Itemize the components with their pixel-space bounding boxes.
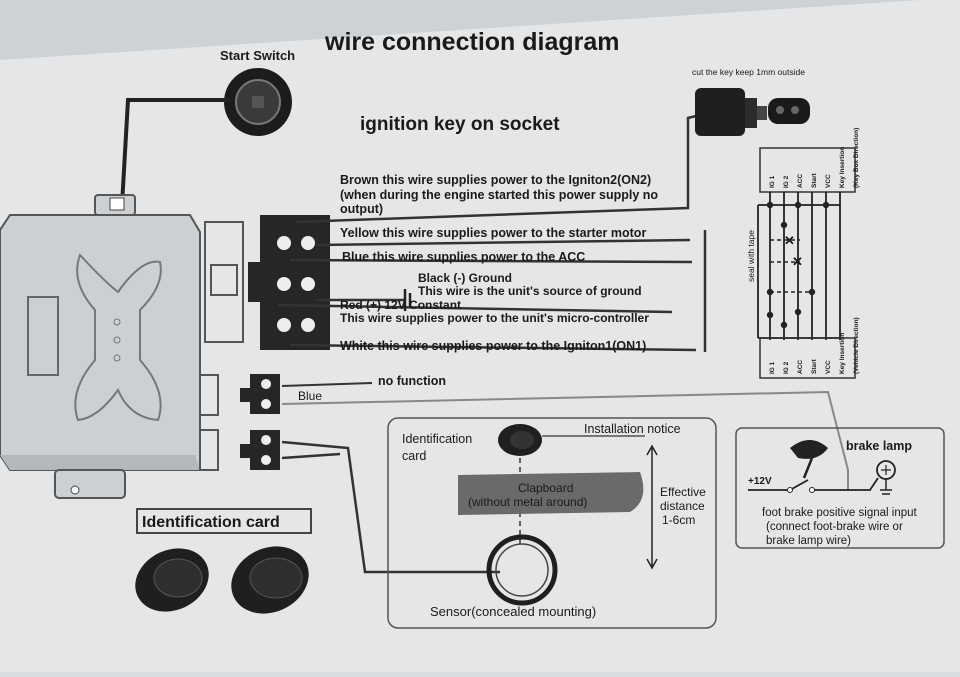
no-function-label: no function — [378, 374, 446, 388]
effective-distance-label-1: Effective — [660, 485, 706, 499]
key-box-direction-label: (Key Box Direction) — [853, 128, 860, 188]
blue-wire-short-label: Blue — [298, 389, 322, 403]
control-module — [0, 194, 244, 499]
clapboard-label-2: (without metal around) — [468, 495, 587, 509]
black-wire-label-1: Black (-) Ground — [418, 271, 512, 285]
ignition-key-icon — [768, 98, 810, 124]
vehicle-direction-label: (Vehicle Direction) — [853, 317, 860, 374]
id-card-fob-2-icon — [231, 546, 309, 614]
harness-wires — [277, 113, 707, 352]
svg-text:ACC: ACC — [797, 360, 804, 374]
cut-mark-1-icon: ✕ — [784, 233, 795, 248]
svg-text:IG 1: IG 1 — [769, 361, 776, 374]
svg-text:IG 1: IG 1 — [769, 175, 776, 188]
id-card-label: Identification card — [142, 514, 280, 531]
svg-text:VCC: VCC — [825, 360, 832, 374]
id-card-fob-icon — [498, 424, 542, 456]
brake-panel — [735, 427, 945, 549]
bottom-pin-labels: IG 1 IG 2 ACC Start VCC Key Insertion — [769, 333, 846, 374]
clapboard-label-1: Clapboard — [518, 481, 573, 495]
diagram-title: wire connection diagram — [324, 28, 620, 56]
sensor-wire — [281, 440, 500, 574]
clapboard-shape — [458, 472, 644, 515]
seal-with-tape-label: seal with tape — [746, 230, 756, 282]
distance-arrow-icon — [646, 444, 658, 570]
black-wire-label-2: This wire is the unit's source of ground — [418, 284, 642, 298]
brown-wire-label-3: output) — [340, 202, 383, 216]
brake-lamp-icon — [876, 460, 896, 495]
svg-text:Start: Start — [811, 358, 818, 374]
ground-symbol-icon — [403, 289, 412, 311]
two-pin-connector-1 — [240, 374, 280, 414]
brake-note-1: foot brake positive signal input — [762, 507, 918, 519]
svg-text:Start: Start — [811, 172, 818, 188]
socket-heading: ignition key on socket — [360, 114, 560, 135]
switch-contact-2-icon — [809, 487, 815, 493]
yellow-wire-label: Yellow this wire supplies power to the s… — [340, 226, 646, 240]
white-wire-label: White this wire supplies power to the Ig… — [340, 339, 646, 353]
sensor-id-card-label-2: card — [402, 449, 426, 463]
blue-wire-label: Blue this wire supplies power to the ACC — [342, 250, 585, 264]
sensor-id-card-label-1: Identification — [402, 432, 472, 446]
sensor-label: Sensor(concealed mounting) — [430, 604, 596, 619]
plus-12v-label: +12V — [748, 476, 772, 487]
svg-text:IG 2: IG 2 — [783, 175, 790, 188]
brake-note-3: brake lamp wire) — [766, 535, 851, 547]
svg-text:VCC: VCC — [825, 174, 832, 188]
ignition-switch-schematic: ✕ ✕ — [757, 147, 856, 379]
installation-notice-label: Installation notice — [584, 422, 681, 436]
id-card-label-box — [136, 508, 312, 534]
six-pin-connector — [248, 215, 330, 350]
ignition-socket-icon — [695, 88, 767, 136]
cut-mark-2-icon: ✕ — [792, 254, 803, 269]
brown-wire-label-2: (when during the engine started this pow… — [340, 188, 658, 202]
socket-slot-2 — [199, 429, 219, 471]
key-cut-note: cut the key keep 1mm outside — [692, 67, 805, 77]
effective-distance-label-2: distance — [660, 499, 705, 513]
red-wire-label-2: This wire supplies power to the unit's m… — [340, 311, 649, 325]
svg-text:Key Insertion: Key Insertion — [839, 333, 846, 374]
socket-slot-1 — [199, 374, 219, 416]
start-switch-label: Start Switch — [220, 48, 295, 63]
svg-text:IG 2: IG 2 — [783, 361, 790, 374]
top-pin-labels: IG 1 IG 2 ACC Start VCC Key Insertion — [769, 147, 846, 188]
switch-contact-1-icon — [787, 487, 793, 493]
brake-lamp-label: brake lamp — [846, 439, 912, 453]
sensor-panel — [387, 417, 717, 629]
red-wire-label-1: Red (+) 12V Constant — [340, 298, 461, 312]
blue-brake-wire — [281, 390, 849, 490]
two-pin-connector-2 — [240, 430, 280, 470]
svg-text:Key Insertion: Key Insertion — [839, 147, 846, 188]
start-switch-wire — [120, 98, 230, 206]
effective-distance-label-3: 1-6cm — [662, 513, 695, 527]
svg-text:ACC: ACC — [797, 174, 804, 188]
brake-note-2: (connect foot-brake wire or — [766, 521, 903, 533]
sensor-ring-icon — [486, 534, 558, 606]
start-switch-icon — [224, 68, 292, 136]
id-card-fob-1-icon — [135, 548, 209, 612]
brown-wire-label-1: Brown this wire supplies power to the Ig… — [340, 173, 651, 187]
brake-pedal-icon — [790, 440, 828, 479]
no-function-wire — [281, 382, 373, 387]
